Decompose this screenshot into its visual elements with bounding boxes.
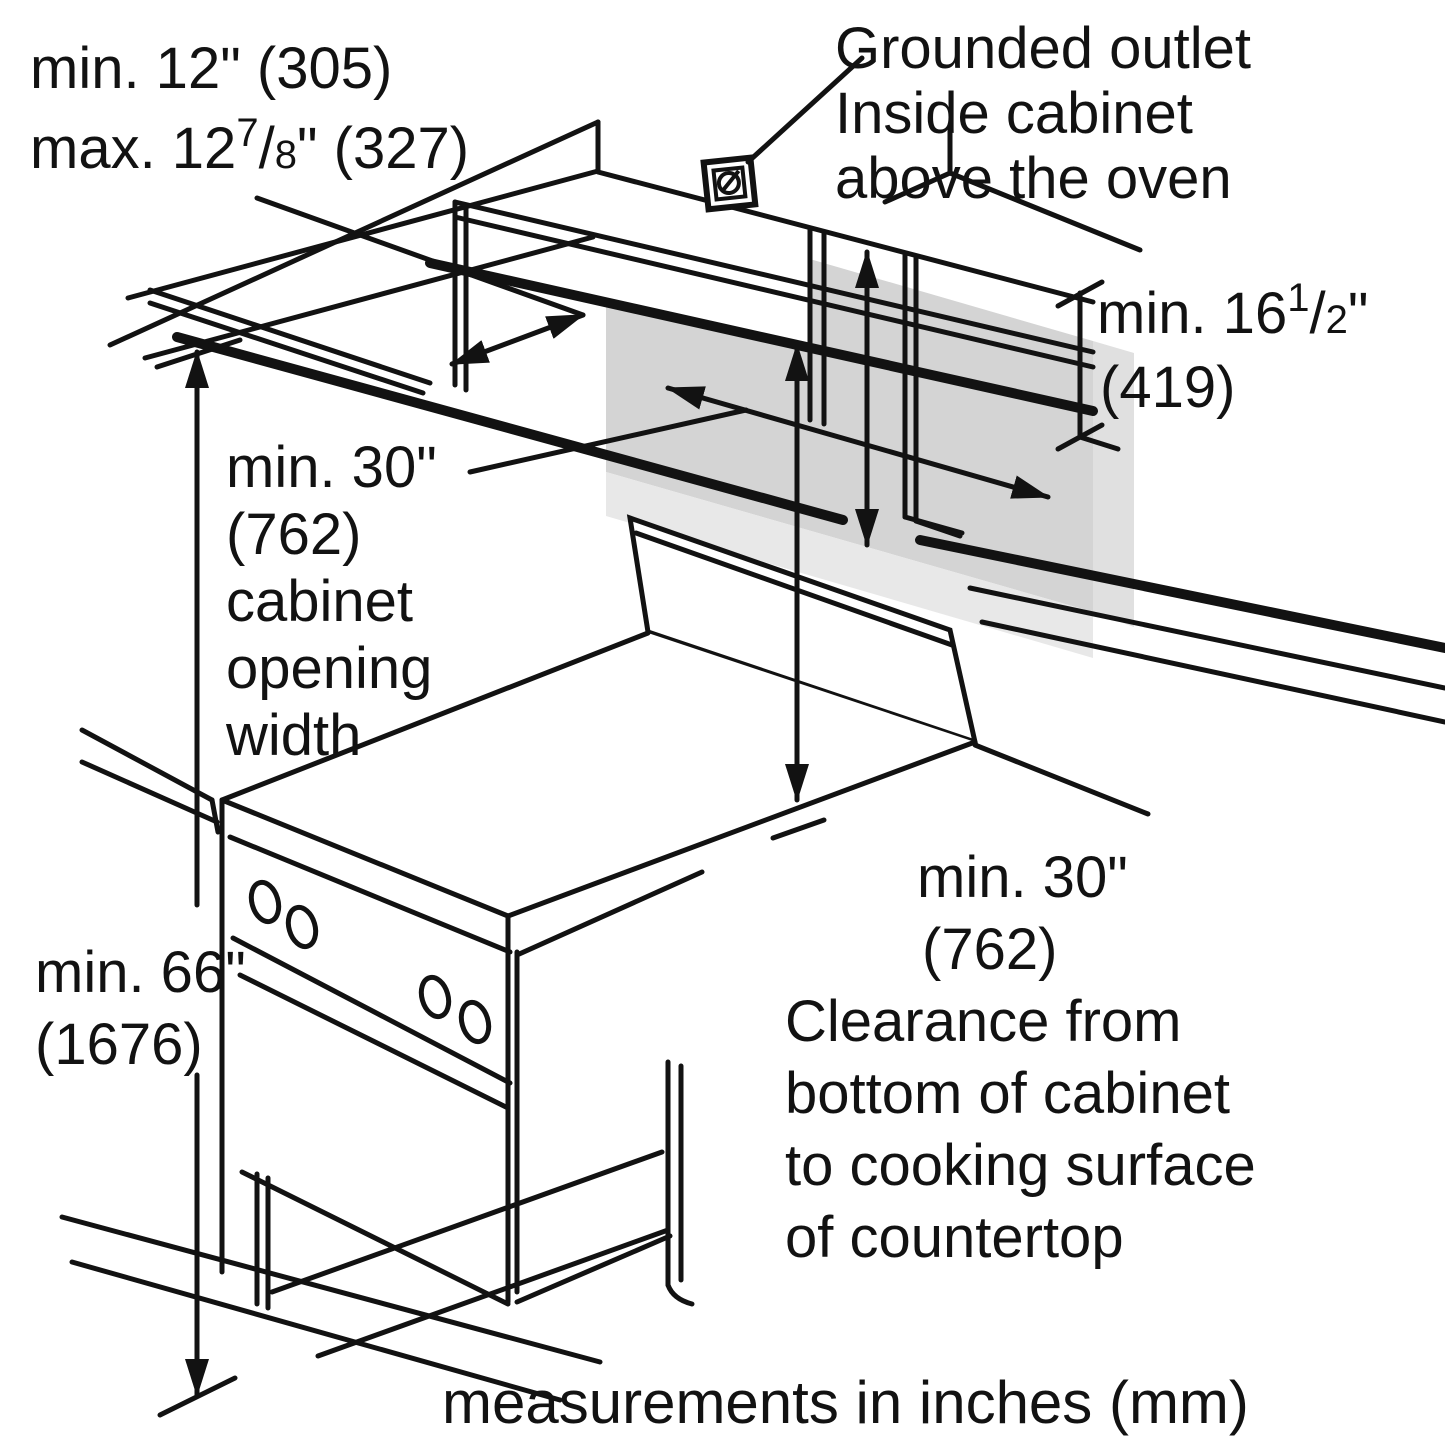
label-clearance-3: Clearance from xyxy=(785,989,1181,1054)
cabinet-top-front-edge xyxy=(452,199,1096,355)
right-counter xyxy=(915,535,1445,817)
floor-height-tick-top xyxy=(154,337,243,370)
cabinet-face-line xyxy=(452,214,1096,370)
range-side-bottom-edge xyxy=(514,1233,673,1305)
side-wall-shade xyxy=(1093,341,1134,627)
right-counter-line1 xyxy=(967,585,1445,691)
oven-door-bottom xyxy=(239,1169,511,1307)
grounded-outlet-icon xyxy=(700,154,759,213)
oven-door-top xyxy=(237,972,511,1111)
knob xyxy=(285,904,319,950)
label-outlet-line3: above the oven xyxy=(835,146,1232,211)
label-cabinet-depth-min: min. 12" (305) xyxy=(30,36,392,101)
left-cabinet-bottom-edge1 xyxy=(147,287,433,386)
floor-line4 xyxy=(315,1227,671,1359)
cabinet-depth-arrow xyxy=(449,312,586,367)
floor-height-extension xyxy=(142,234,596,361)
right-counter-front-edge xyxy=(972,742,1151,817)
label-clearance-1: min. 30" xyxy=(917,845,1128,910)
control-knobs xyxy=(248,879,492,1045)
cooktop-left-edge xyxy=(219,630,651,803)
knob xyxy=(418,974,452,1020)
dim-cabinet-depth xyxy=(254,195,586,367)
counter-shade-band xyxy=(606,472,1093,658)
cabinet-top-face xyxy=(455,172,810,285)
knob xyxy=(458,999,492,1045)
label-opening-width-4: opening xyxy=(226,636,432,701)
label-clearance-6: of countertop xyxy=(785,1205,1124,1270)
cabinet-bottom-edge xyxy=(425,258,1098,416)
label-clearance-4: bottom of cabinet xyxy=(785,1061,1230,1126)
niche-bracket-tick-top xyxy=(1055,279,1105,309)
label-opening-width-3: cabinet xyxy=(226,569,413,634)
label-clearance-5: to cooking surface xyxy=(785,1133,1256,1198)
left-cabinet-bottom-edge2 xyxy=(147,300,426,396)
cooktop-front-edge xyxy=(219,797,511,919)
right-wall-edge xyxy=(947,170,1143,253)
cabinet-depth-leader xyxy=(254,195,586,318)
knob xyxy=(248,879,282,925)
rear-leg-flare xyxy=(665,1282,695,1307)
range-side-top-edge xyxy=(514,869,705,958)
cooktop-rim-line xyxy=(227,834,513,955)
floor-line2 xyxy=(69,1259,563,1403)
label-clearance-2: (762) xyxy=(922,917,1057,982)
cabinet-fascia xyxy=(430,202,810,350)
label-opening-width-2: (762) xyxy=(226,502,361,567)
label-outlet-line2: Inside cabinet xyxy=(835,81,1193,146)
cooktop-right-edge xyxy=(505,739,978,919)
dim-floor-height xyxy=(142,234,596,1418)
right-counter-back-edge xyxy=(915,535,1445,653)
right-wall-stub-left xyxy=(882,170,953,205)
label-floor-height-2: (1676) xyxy=(35,1012,203,1077)
dim-niche-height xyxy=(855,249,1121,548)
label-cabinet-depth-max: max. 127/8" (327) xyxy=(30,111,469,181)
label-niche-height-mm: (419) xyxy=(1100,355,1235,420)
dim-clearance xyxy=(770,342,827,841)
niche-bracket-stub xyxy=(1077,434,1121,452)
label-outlet-line1: Grounded outlet xyxy=(835,16,1251,81)
floor-lines xyxy=(59,1149,671,1403)
floor-line3 xyxy=(269,1149,665,1295)
label-opening-width-1: min. 30" xyxy=(226,435,437,500)
left-counter-edge1 xyxy=(79,727,215,803)
outlet-leader xyxy=(745,55,865,165)
label-opening-width-5: width xyxy=(225,703,361,768)
floor-height-tick-bottom xyxy=(157,1375,238,1418)
cabinet-top-back-edge xyxy=(595,169,1096,305)
right-counter-line2 xyxy=(979,619,1445,725)
floor-line1 xyxy=(59,1214,603,1365)
left-counter-corner xyxy=(209,797,221,835)
label-footer: measurements in inches (mm) xyxy=(442,1369,1249,1436)
label-niche-height: min. 161/2" xyxy=(1097,276,1368,346)
dim-outlet-leader xyxy=(745,55,865,165)
label-floor-height-1: min. 66" xyxy=(35,940,246,1005)
recess-corner-elbow2 xyxy=(913,518,963,539)
clearance-bottom-tick xyxy=(770,817,827,841)
knob-panel-bottom xyxy=(230,935,513,1086)
